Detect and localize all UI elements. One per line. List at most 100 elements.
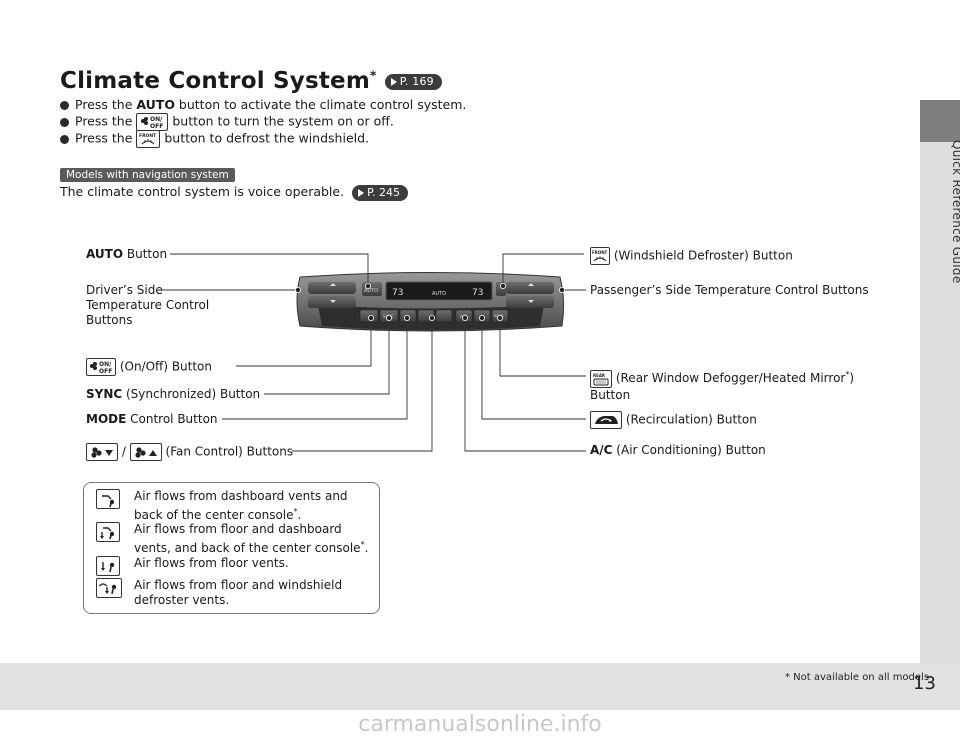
leader-dot — [385, 315, 392, 322]
bullet-text: button to activate the climate control s… — [174, 97, 467, 112]
leader-dot — [461, 315, 468, 322]
legend-line: defroster vents. — [134, 593, 230, 607]
bilevel-flow-icon — [96, 522, 120, 542]
page-ref-text: P. 169 — [399, 74, 434, 88]
label-windshield: FRONT (Windshield Defroster) Button — [590, 247, 793, 265]
svg-text:73: 73 — [472, 288, 483, 298]
legend-star: * — [360, 540, 365, 549]
svg-text:OFF: OFF — [99, 368, 112, 375]
title-text: Climate Control System — [60, 68, 371, 94]
legend-text: Air flows from floor and dashboard vents… — [134, 522, 379, 556]
svg-text:AUTO: AUTO — [432, 291, 446, 297]
leader-onoff — [236, 320, 372, 367]
leader-dot — [478, 315, 485, 322]
rear-defogger-icon: REAR — [590, 369, 612, 388]
leader-rear — [499, 320, 586, 377]
on-off-icon: ON/ OFF — [86, 358, 116, 376]
floor-defrost-flow-icon — [96, 578, 122, 598]
front-defrost-icon: FRONT — [590, 247, 610, 265]
svg-text:FRONT: FRONT — [139, 133, 157, 139]
page-title: Climate Control System* P. 169 — [60, 68, 442, 94]
legend-text: Air flows from dashboard vents and back … — [134, 489, 374, 523]
leader-fan — [292, 320, 433, 452]
label-driver-temp: Driver’s Side Temperature Control Button… — [86, 283, 209, 328]
legend-line2: back of the center console — [134, 508, 294, 522]
svg-text:FRONT: FRONT — [592, 250, 608, 255]
sidebar-section-label: Quick Reference Guide — [950, 140, 960, 284]
ac-bold: A/C — [590, 443, 613, 457]
bullet-text: button to turn the system on or off. — [172, 113, 394, 129]
leader-dot — [403, 315, 410, 322]
climate-panel-diagram: AUTO 73 AUTO 73 SYNC A/C REAR — [160, 253, 586, 452]
arrow-icon — [390, 77, 397, 86]
label-rear-defogger: REAR (Rear Window Defogger/Heated Mirror… — [590, 367, 854, 403]
label-mode: MODE Control Button — [86, 412, 218, 427]
recirculation-icon — [590, 411, 622, 429]
driver-temp-up-key — [308, 282, 356, 294]
bullet-text: Press the — [75, 97, 137, 112]
driver-line3: Buttons — [86, 313, 133, 327]
rear-line1: (Rear Window Defogger/Heated Mirror — [615, 371, 846, 385]
leader-dot — [367, 315, 374, 322]
leader-recirc — [481, 320, 586, 420]
voice-operable-line: The climate control system is voice oper… — [60, 184, 408, 201]
bullet-text: Press the — [75, 113, 137, 129]
label-sync: SYNC (Synchronized) Button — [86, 387, 260, 402]
leader-sync — [264, 320, 390, 395]
arrow-icon — [358, 188, 365, 197]
bullet-dot — [60, 134, 69, 144]
panel-display — [385, 281, 493, 301]
leader-dot — [499, 283, 506, 290]
mode-bold: MODE — [86, 412, 127, 426]
legend-line2: vents, and back of the center console — [134, 541, 361, 555]
rear-close: ) — [849, 371, 855, 385]
fan-up-icon — [129, 443, 162, 461]
section-tab-marker[interactable] — [920, 100, 960, 142]
label-ac: A/C (Air Conditioning) Button — [590, 443, 766, 458]
driver-line2: Temperature Control — [86, 298, 210, 312]
footnote: * Not available on all models — [785, 672, 930, 683]
leader-auto — [170, 253, 369, 285]
svg-text:ON/: ON/ — [150, 116, 163, 123]
rear-line2: Button — [590, 387, 631, 402]
leader-windshield — [502, 253, 584, 285]
bullet-defrost: Press the FRONT button to defrost the wi… — [60, 130, 369, 148]
nav-models-badge: Models with navigation system — [60, 168, 235, 182]
sync-rest: (Synchronized) Button — [122, 387, 261, 401]
bullet-onoff: Press the ON/ OFF button to turn the sys… — [60, 113, 394, 131]
legend-line: Air flows from dashboard vents and — [134, 489, 348, 503]
leader-dot — [294, 287, 301, 294]
legend-text: Air flows from floor vents. — [134, 556, 289, 570]
label-recirc: (Recirculation) Button — [590, 411, 757, 429]
legend-line: Air flows from floor and windshield — [134, 578, 343, 592]
legend-star: * — [293, 507, 298, 516]
leader-dot — [559, 287, 566, 294]
leader-dot — [364, 283, 371, 290]
svg-text:ON/: ON/ — [99, 361, 112, 368]
sync-bold: SYNC — [86, 387, 123, 401]
fan-separator: / — [121, 444, 126, 459]
page-ref-link[interactable]: P. 169 — [384, 73, 442, 90]
auto-bold: AUTO — [86, 247, 124, 261]
bullet-dot — [60, 117, 69, 127]
bullet-dot — [60, 101, 69, 110]
legend-line: back of the center console*. — [134, 504, 374, 523]
svg-text:AUTO: AUTO — [364, 288, 378, 294]
auto-word: AUTO — [136, 97, 175, 112]
panel-fan-up-key — [435, 309, 453, 323]
svg-text:OFF: OFF — [150, 123, 163, 130]
section-sidebar — [920, 100, 960, 663]
bullet-auto: Press the AUTO button to activate the cl… — [60, 97, 466, 112]
ac-rest: (Air Conditioning) Button — [612, 443, 766, 457]
page-footer — [0, 663, 960, 710]
bullet-text: Press the — [75, 130, 137, 146]
voice-ref-link[interactable]: P. 245 — [352, 184, 408, 201]
legend-end: . — [364, 541, 369, 555]
label-passenger-temp: Passenger’s Side Temperature Control But… — [590, 283, 869, 297]
label-onoff: ON/ OFF (On/Off) Button — [86, 358, 212, 376]
legend-text: Air flows from floor and windshield defr… — [134, 578, 374, 608]
driver-line1: Driver’s Side — [86, 283, 163, 297]
mode-rest: Control Button — [126, 412, 218, 426]
label-fan: / (Fan Control) Buttons — [86, 443, 293, 461]
legend-line: Air flows from floor and dashboard — [134, 522, 342, 536]
